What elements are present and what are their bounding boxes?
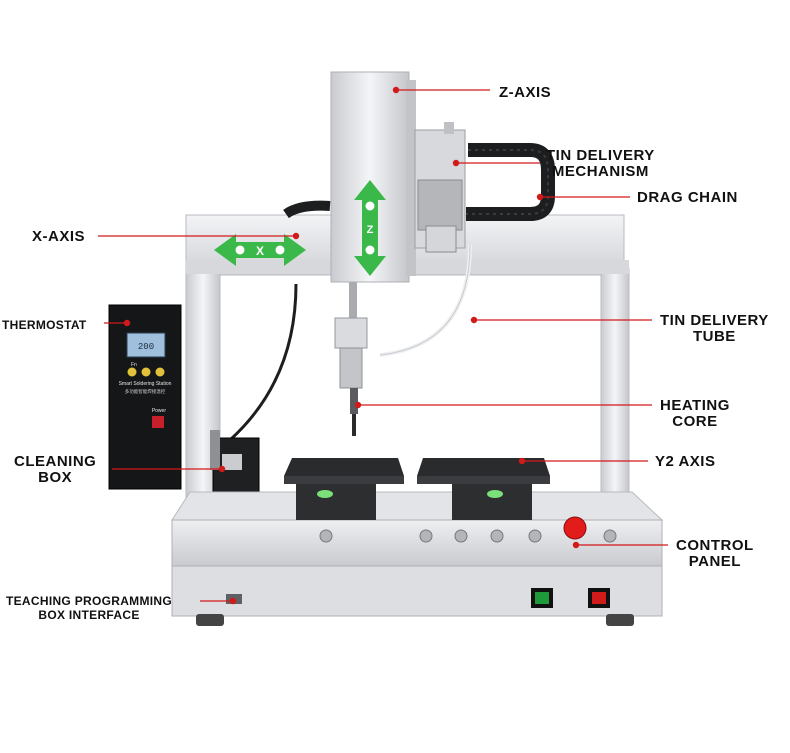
z-axis-arrow: Z bbox=[354, 180, 386, 276]
label-thermostat: THERMOSTAT bbox=[2, 318, 87, 332]
leader-lines bbox=[98, 86, 668, 605]
cleaning-box bbox=[210, 430, 260, 499]
label-teaching-programming: TEACHING PROGRAMMING BOX INTERFACE bbox=[6, 594, 172, 622]
label-tin-delivery-tube: TIN DELIVERY TUBE bbox=[660, 312, 769, 345]
label-heating-core: HEATING CORE bbox=[660, 397, 730, 430]
label-tin-delivery-mechanism: TIN DELIVERY MECHANISM bbox=[546, 147, 655, 180]
thermostat-display: 200 bbox=[138, 342, 154, 352]
thermostat-cn: 多功能智能焊接温控 bbox=[125, 388, 166, 395]
label-drag-chain: DRAG CHAIN bbox=[637, 189, 738, 206]
soldering-head bbox=[228, 282, 368, 442]
label-z-axis: Z-AXIS bbox=[499, 84, 552, 101]
z-arrow-letter: Z bbox=[367, 224, 374, 236]
label-control-panel: CONTROL PANEL bbox=[676, 537, 754, 570]
x-axis-arrow: X bbox=[214, 234, 306, 266]
label-x-axis: X-AXIS bbox=[32, 228, 86, 245]
leader-dot-y2-axis bbox=[518, 457, 526, 465]
drag-chain bbox=[283, 143, 555, 221]
thermostat-unit: 200 Fn Smart Soldering Station 多功能智能焊接温控… bbox=[108, 304, 182, 490]
x-arrow-letter: X bbox=[256, 244, 264, 258]
leader-dot-z-axis bbox=[392, 86, 400, 94]
leader-dot-control-panel bbox=[572, 541, 580, 549]
thermostat-fn-label: Fn bbox=[131, 362, 137, 368]
label-cleaning-box: CLEANING BOX bbox=[14, 453, 97, 486]
thermostat-brand: Smart Soldering Station bbox=[119, 381, 172, 387]
leader-dot-cleaning-box bbox=[218, 465, 226, 473]
leader-dot-thermostat bbox=[123, 319, 131, 327]
leader-dot-tin-delivery-tube bbox=[470, 316, 478, 324]
thermostat-power-label: Power bbox=[152, 408, 167, 414]
leader-dot-tin-delivery-mechanism bbox=[452, 159, 460, 167]
leader-dot-teaching-interface bbox=[229, 597, 237, 605]
leader-dot-x-axis bbox=[292, 232, 300, 240]
machine-base bbox=[171, 491, 664, 626]
tin-delivery-mechanism bbox=[379, 122, 472, 357]
leader-dot-drag-chain bbox=[536, 193, 544, 201]
label-y2-axis: Y2 AXIS bbox=[655, 453, 716, 470]
worktables bbox=[284, 458, 550, 520]
leader-dot-heating-core bbox=[354, 401, 362, 409]
control-panel bbox=[319, 516, 617, 608]
